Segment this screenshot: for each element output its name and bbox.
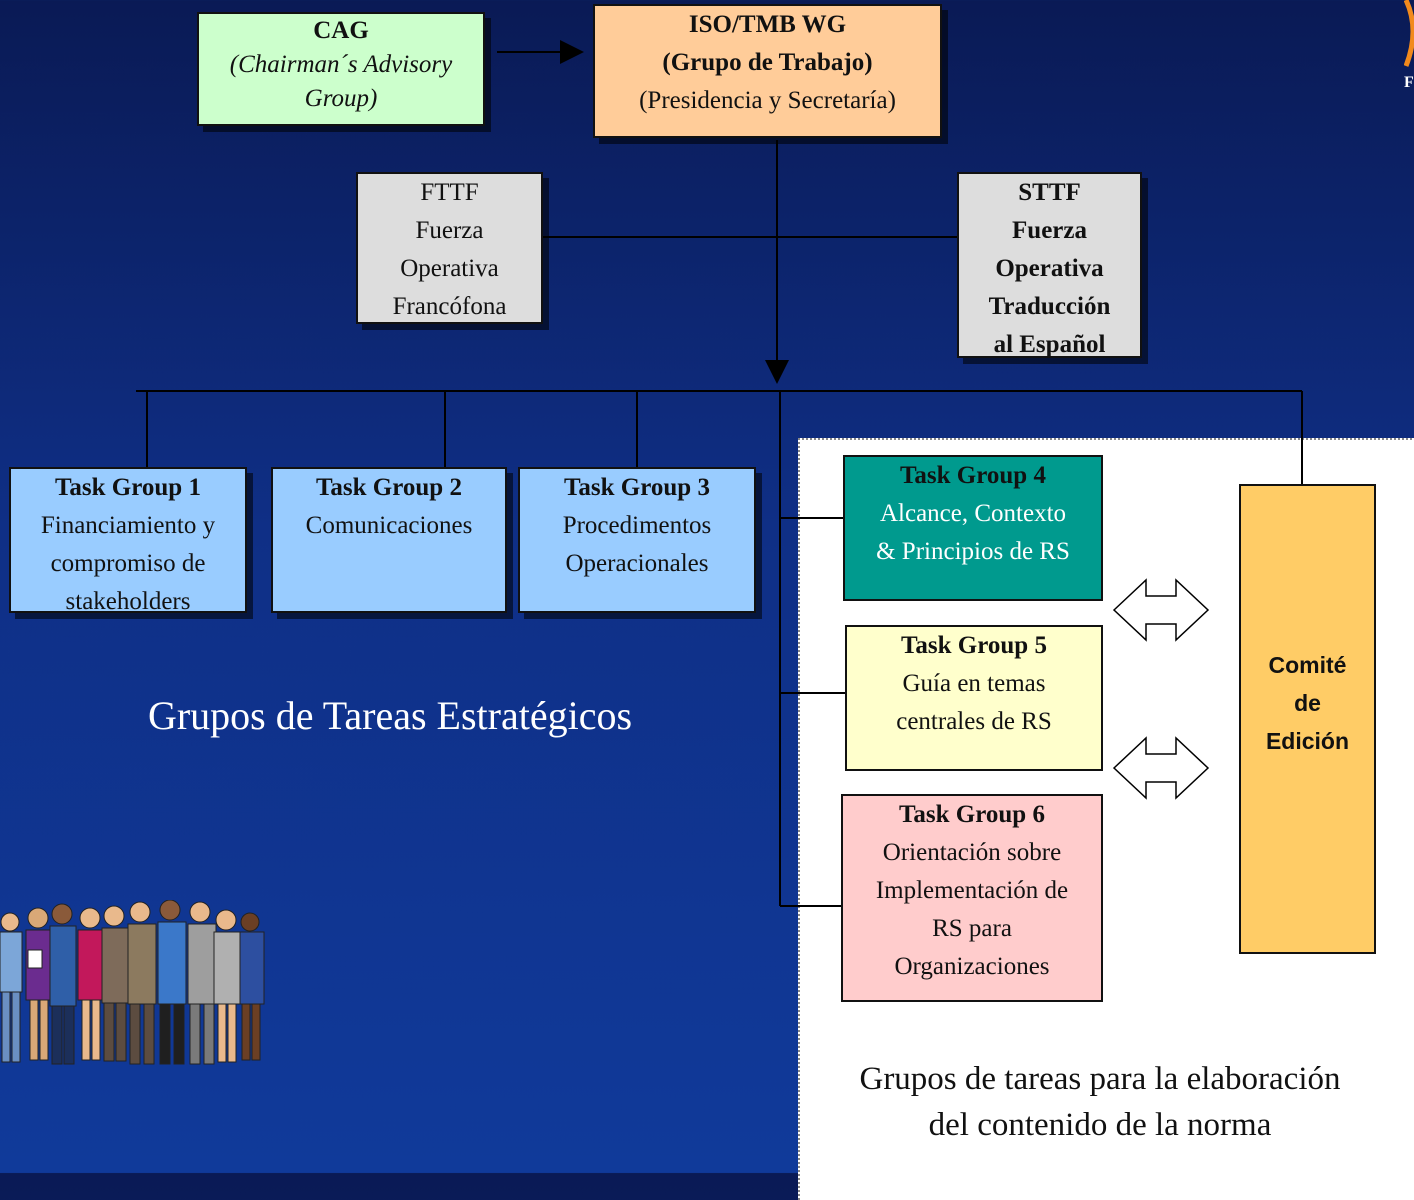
content-caption-line: del contenido de la norma	[928, 1107, 1272, 1143]
task-group-4-box: Task Group 4 Alcance, Contexto & Princip…	[843, 455, 1103, 601]
task-group-6-box: Task Group 6 Orientación sobre Implement…	[841, 794, 1103, 1002]
tg6-line: RS para	[932, 915, 1012, 942]
tg5-title: Task Group 5	[901, 632, 1047, 659]
comite-line: Edición	[1265, 728, 1350, 754]
tg2-line: Comunicaciones	[305, 512, 473, 539]
tg6-line: Orientación sobre	[882, 839, 1062, 866]
cag-box: CAG (Chairman´s Advisory Group)	[197, 12, 485, 126]
tg1-title: Task Group 1	[55, 474, 201, 501]
sttf-line: Traducción	[988, 293, 1111, 320]
strategic-groups-caption: Grupos de Tareas Estratégicos	[147, 693, 633, 738]
iso-subtitle: (Presidencia y Secretaría)	[639, 87, 896, 114]
comite-line: Comité	[1268, 652, 1347, 678]
fttf-line: Operativa	[400, 255, 499, 282]
iso-title-2: (Grupo de Trabajo)	[662, 49, 873, 76]
fttf-line: FTTF	[420, 179, 479, 206]
tg6-title: Task Group 6	[899, 801, 1045, 828]
tg3-line: Operacionales	[565, 550, 709, 577]
comite-edicion-box: Comité de Edición	[1239, 484, 1376, 954]
task-group-2-box: Task Group 2 Comunicaciones	[271, 467, 507, 613]
tg1-line: stakeholders	[65, 588, 191, 615]
task-group-3-box: Task Group 3 Procedimentos Operacionales	[518, 467, 756, 613]
cag-title: CAG	[313, 17, 369, 44]
iso-wg-box: ISO/TMB WG (Grupo de Trabajo) (Presidenc…	[593, 4, 942, 138]
tg5-line: Guía en temas	[902, 670, 1046, 697]
fttf-line: Fuerza	[415, 217, 484, 244]
double-arrow-icon	[1112, 578, 1210, 642]
fttf-box: FTTF Fuerza Operativa Francófona	[356, 172, 543, 324]
fttf-line: Francófona	[392, 293, 507, 320]
tg1-line: Financiamiento y	[40, 512, 216, 539]
tg4-title: Task Group 4	[900, 462, 1046, 489]
sttf-line: al Español	[993, 331, 1106, 358]
tg6-line: Organizaciones	[894, 953, 1050, 980]
sttf-line: Operativa	[995, 255, 1104, 282]
tg1-line: compromiso de	[50, 550, 206, 577]
tg3-title: Task Group 3	[564, 474, 710, 501]
tg3-line: Procedimentos	[562, 512, 712, 539]
task-group-5-box: Task Group 5 Guía en temas centrales de …	[845, 625, 1103, 771]
tg4-line: & Principios de RS	[876, 538, 1070, 565]
cag-subtitle: (Chairman´s Advisory Group)	[229, 51, 453, 112]
tg2-title: Task Group 2	[316, 474, 462, 501]
sttf-line: STTF	[1018, 179, 1081, 206]
tg6-line: Implementación de	[875, 877, 1069, 904]
iso-title-1: ISO/TMB WG	[688, 11, 847, 38]
people-clipart-icon	[0, 900, 265, 1065]
connector-lines	[136, 40, 1303, 907]
sttf-line: Fuerza	[1012, 217, 1087, 244]
content-caption-line: Grupos de tareas para la elaboración	[859, 1061, 1341, 1097]
comite-line: de	[1294, 690, 1321, 716]
task-group-1-box: Task Group 1 Financiamiento y compromiso…	[9, 467, 247, 615]
content-groups-caption: Grupos de tareas para la elaboración del…	[820, 1056, 1380, 1148]
partial-logo-letter: F	[1404, 74, 1414, 91]
sttf-box: STTF Fuerza Operativa Traducción al Espa…	[957, 172, 1142, 358]
double-arrow-icon	[1112, 736, 1210, 800]
tg5-line: centrales de RS	[896, 708, 1052, 735]
tg4-line: Alcance, Contexto	[879, 500, 1067, 527]
partial-logo: F	[1400, 0, 1414, 100]
